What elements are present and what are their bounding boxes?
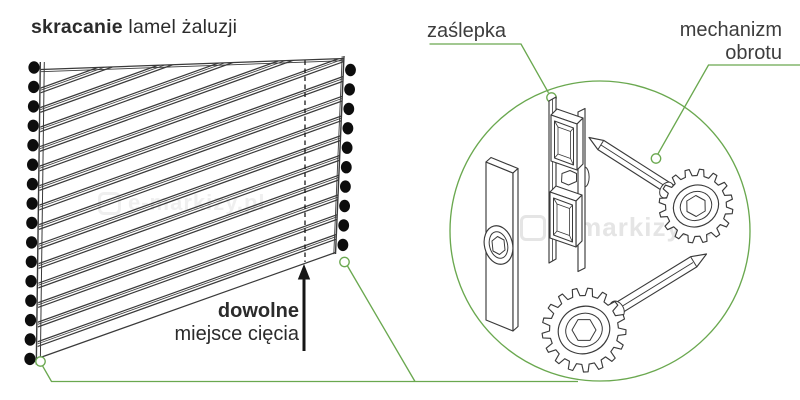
callout-lines: [35, 43, 800, 383]
cut-note-line1: dowolne: [217, 300, 299, 322]
cut-place-note: dowolne miejsce cięcia: [130, 300, 299, 346]
callout-marker: [339, 256, 350, 268]
mechanism-label-line2: obrotu: [725, 42, 782, 64]
blind-slats: [37, 58, 344, 350]
title-rest: lamel żaluzji: [122, 16, 238, 38]
title-emphasis: skracanie: [31, 16, 123, 38]
rotation-mechanism-lower: [541, 253, 708, 373]
endcap-label: zaślepka: [427, 20, 506, 42]
page-title: skracanie lamel żaluzji: [31, 16, 237, 39]
callout-bottom-line: [41, 365, 578, 383]
rotation-mechanism-upper: [588, 136, 734, 244]
detail-circle: [449, 80, 751, 382]
callout-marker: [35, 356, 46, 367]
endcap-front-plate: [548, 96, 590, 273]
blind-panel: [24, 55, 356, 366]
blind-rivets: [24, 61, 356, 366]
mechanism-label-line1: mechanizm: [679, 19, 782, 41]
endcap-side-plate: [483, 156, 519, 332]
callout-bottom-diagonal: [346, 265, 416, 382]
cut-note-line2: miejsce cięcia: [174, 323, 299, 345]
mechanism-label: mechanizm obrotu: [640, 19, 782, 65]
cut-arrow-icon: [297, 264, 311, 351]
callout-endcap-line: [429, 43, 550, 94]
callout-mechanism-line: [657, 64, 800, 155]
callout-marker: [650, 153, 662, 164]
